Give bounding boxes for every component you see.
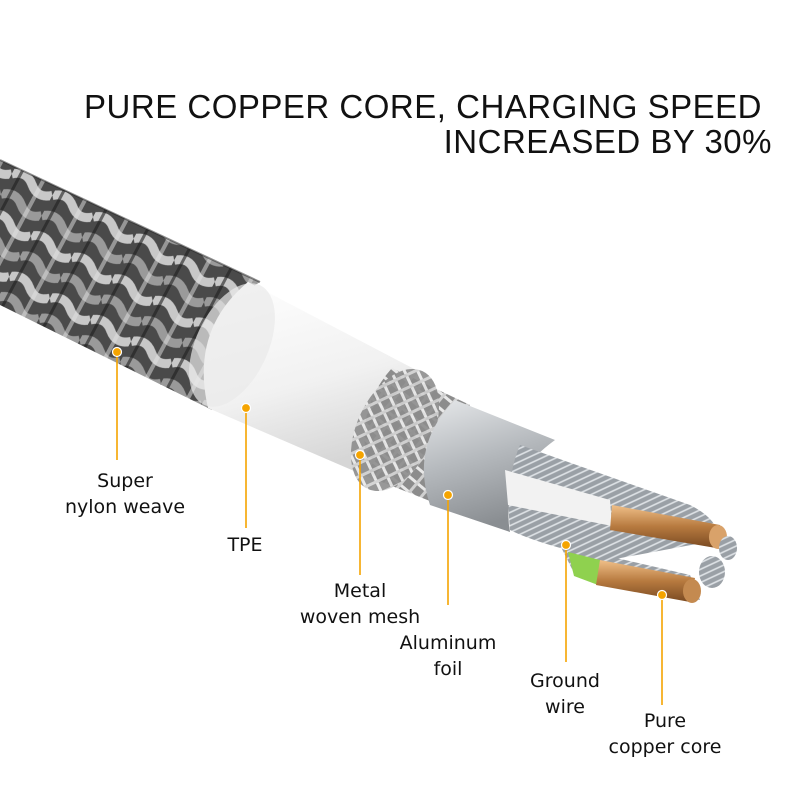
label-foil-line-1: Aluminum [399, 632, 497, 654]
label-ground-line-1: Ground [530, 670, 600, 692]
label-ground-line-2: wire [545, 696, 585, 718]
leader-dot-copper [656, 589, 668, 601]
label-mesh-line-2: woven mesh [299, 606, 421, 628]
headline-line-1: PURE COPPER CORE, CHARGING SPEED [84, 88, 762, 125]
leader-dot-tpe [240, 402, 252, 414]
label-tpe-line-1: TPE [227, 534, 263, 556]
label-copper-line-2: copper core [608, 736, 722, 758]
label-aluminum-foil: Aluminum foil [383, 630, 513, 682]
label-ground-wire: Ground wire [505, 668, 625, 720]
leader-dot-ground [560, 539, 572, 551]
label-copper-core: Pure copper core [590, 708, 740, 760]
callout-leaders [111, 346, 668, 705]
leader-dot-nylon [111, 346, 123, 358]
label-nylon-weave: Super nylon weave [40, 468, 210, 520]
inner-conductors [505, 445, 737, 603]
label-foil-line-2: foil [433, 658, 463, 680]
metal-mesh-layer [350, 368, 470, 505]
headline-line-2: INCREASED BY 30% [443, 123, 772, 160]
label-metal-mesh: Metal woven mesh [290, 578, 430, 630]
leader-dot-foil [442, 489, 454, 501]
label-nylon-line-1: Super [97, 470, 153, 492]
leader-dot-mesh [354, 449, 366, 461]
label-tpe: TPE [205, 532, 285, 558]
label-copper-line-1: Pure [643, 710, 687, 732]
label-mesh-line-1: Metal [333, 580, 387, 602]
label-nylon-line-2: nylon weave [64, 496, 186, 518]
aluminum-foil-layer [423, 400, 555, 532]
